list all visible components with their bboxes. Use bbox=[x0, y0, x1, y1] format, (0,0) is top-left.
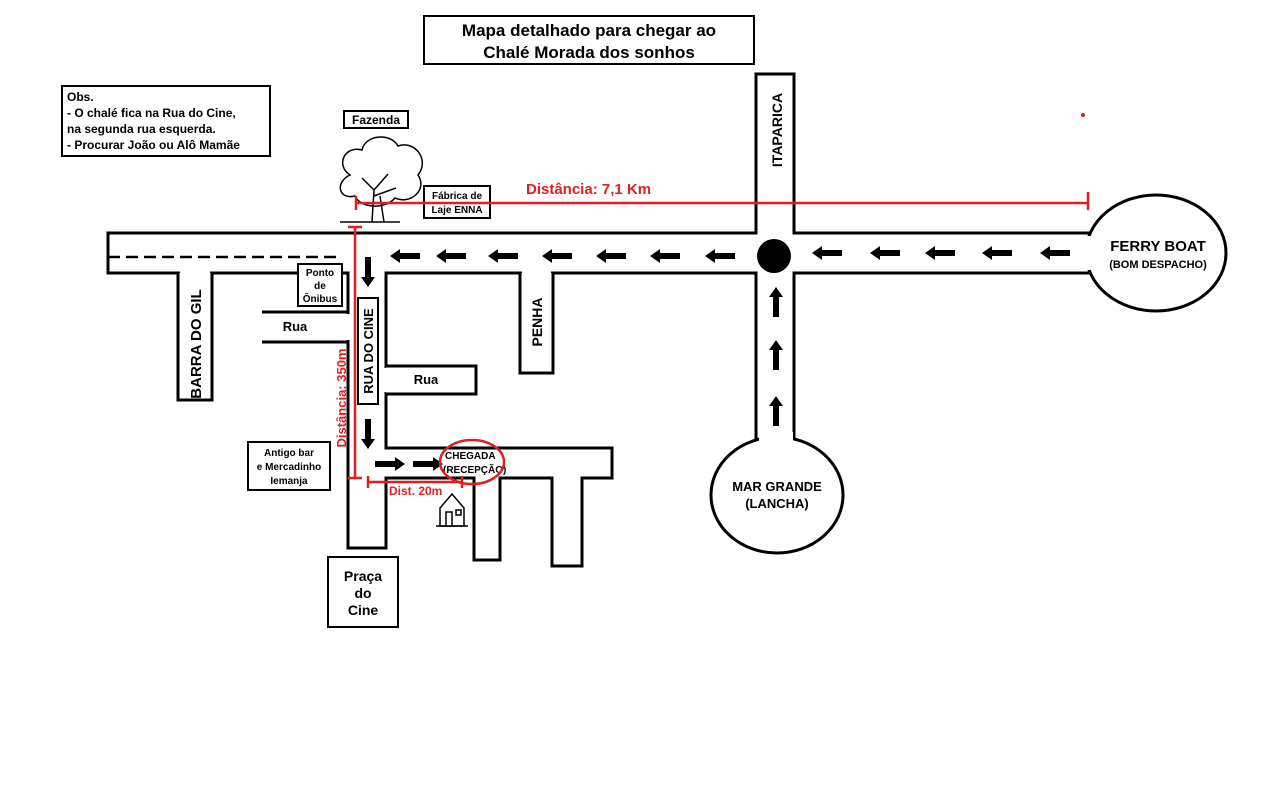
red-dot bbox=[1081, 113, 1085, 117]
old-bar-sign: Antigo bar e Mercadinho Iemanja bbox=[247, 441, 331, 491]
arrival-marker: CHEGADA (RECEPÇÃO) bbox=[438, 438, 506, 486]
roundabout bbox=[757, 239, 791, 273]
side-streets bbox=[176, 273, 555, 402]
mar-grande-terminal bbox=[709, 435, 845, 555]
obs-line-2: na segunda rua esquerda. bbox=[67, 122, 216, 136]
mar-grande-sublabel: (LANCHA) bbox=[745, 496, 809, 511]
bus-stop-line-2: de bbox=[314, 281, 326, 292]
distance-final-label: Dist. 20m bbox=[389, 484, 442, 498]
rua-do-cine-sign: RUA DO CINE bbox=[357, 297, 379, 405]
praca-line-1: Praça bbox=[344, 568, 382, 584]
distance-main-label: Distância: 7,1 Km bbox=[526, 181, 651, 198]
fabrica-line-1: Fábrica de bbox=[432, 191, 482, 202]
bus-stop-line-1: Ponto bbox=[306, 268, 334, 279]
distance-markers bbox=[348, 192, 1090, 488]
tree-icon bbox=[339, 136, 424, 223]
route-arrows bbox=[361, 246, 1070, 471]
arrival-line-1: CHEGADA bbox=[445, 451, 496, 462]
bus-stop-line-3: Ônibus bbox=[303, 292, 338, 305]
old-bar-line-3: Iemanja bbox=[270, 476, 308, 487]
old-bar-line-2: e Mercadinho bbox=[257, 462, 321, 473]
obs-note: Obs. - O chalé fica na Rua do Cine, na s… bbox=[61, 85, 271, 157]
barra-do-gil-street bbox=[176, 273, 214, 402]
ferry-sublabel: (BOM DESPACHO) bbox=[1109, 259, 1207, 271]
old-bar-line-1: Antigo bar bbox=[264, 448, 314, 459]
mar-grande-label: MAR GRANDE bbox=[732, 479, 822, 494]
fazenda-sign: Fazenda bbox=[343, 110, 409, 129]
praca-do-cine-sign: Praça do Cine bbox=[327, 556, 399, 628]
distance-cine-label: Distância: 350m bbox=[334, 349, 349, 448]
obs-heading: Obs. bbox=[67, 90, 94, 104]
title-line-1: Mapa detalhado para chegar ao bbox=[462, 21, 716, 40]
bus-stop-sign: Ponto de Ônibus bbox=[297, 263, 343, 307]
rua-left-label: Rua bbox=[283, 319, 308, 334]
penha-label: PENHA bbox=[529, 297, 545, 346]
rua-left-street bbox=[262, 310, 348, 344]
house-icon bbox=[436, 492, 468, 527]
obs-line-1: - O chalé fica na Rua do Cine, bbox=[67, 106, 236, 120]
penha-street bbox=[518, 273, 555, 375]
rua-right-label: Rua bbox=[414, 372, 439, 387]
title-line-2: Chalé Morada dos sonhos bbox=[483, 43, 695, 62]
ferry-label: FERRY BOAT bbox=[1110, 238, 1206, 255]
itaparica-label: ITAPARICA bbox=[769, 93, 785, 167]
obs-line-3: - Procurar João ou Alô Mamãe bbox=[67, 138, 240, 152]
map-title: Mapa detalhado para chegar ao Chalé Mora… bbox=[423, 15, 755, 65]
rua-right-street bbox=[386, 364, 478, 396]
praca-line-3: Cine bbox=[348, 602, 379, 618]
praca-line-2: do bbox=[354, 585, 371, 601]
fazenda-label: Fazenda bbox=[352, 113, 400, 127]
barra-do-gil-label: BARRA DO GIL bbox=[188, 289, 205, 398]
arrival-line-2: (RECEPÇÃO) bbox=[443, 463, 506, 476]
fabrica-line-2: Laje ENNA bbox=[431, 205, 482, 216]
rua-do-cine-label: RUA DO CINE bbox=[361, 308, 376, 394]
